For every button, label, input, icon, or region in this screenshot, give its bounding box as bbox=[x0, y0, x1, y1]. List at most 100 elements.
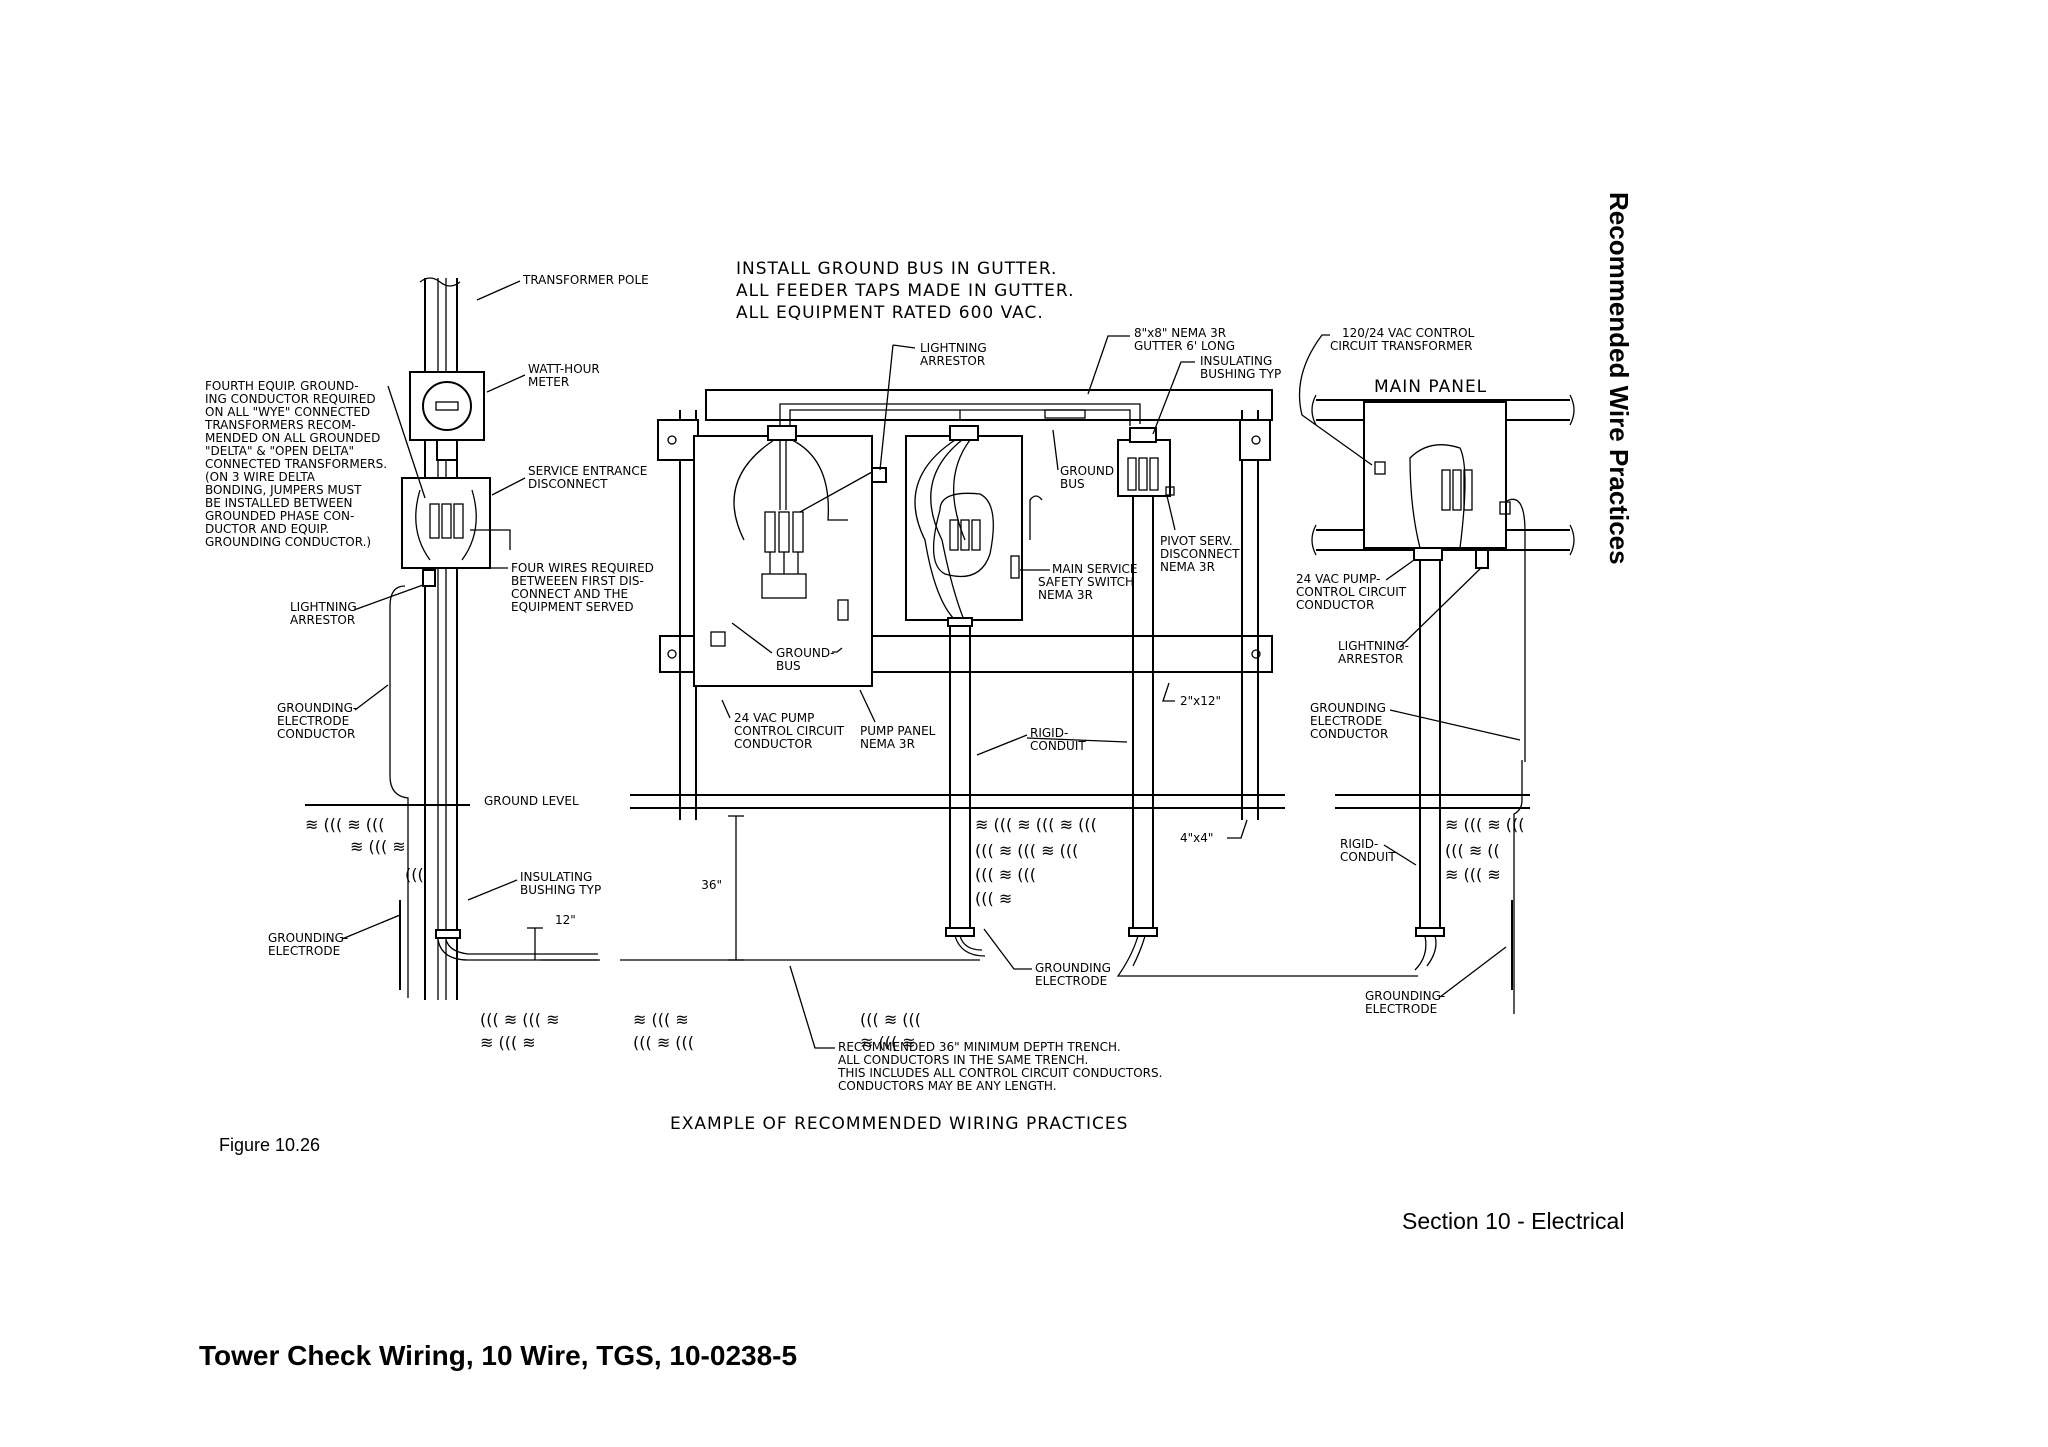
svg-text:2"x12": 2"x12" bbox=[1180, 694, 1221, 708]
svg-text:GROUND: GROUND bbox=[1060, 464, 1114, 478]
svg-text:120/24 VAC CONTROL: 120/24 VAC CONTROL bbox=[1342, 326, 1475, 340]
svg-text:8"x8" NEMA 3R: 8"x8" NEMA 3R bbox=[1134, 326, 1226, 340]
svg-text:TRANSFORMER POLE: TRANSFORMER POLE bbox=[522, 273, 649, 287]
svg-text:"DELTA" & "OPEN DELTA": "DELTA" & "OPEN DELTA" bbox=[205, 444, 354, 458]
label-lightning-arrestor-right: LIGHTNING- ARRESTOR bbox=[1338, 566, 1483, 666]
grounding-electrode-conductor-left bbox=[389, 585, 409, 998]
svg-text:≋ ((( ≋: ≋ ((( ≋ bbox=[633, 1010, 689, 1029]
svg-text:FOURTH EQUIP. GROUND-: FOURTH EQUIP. GROUND- bbox=[205, 379, 359, 393]
svg-text:THIS INCLUDES ALL CONTROL CIRC: THIS INCLUDES ALL CONTROL CIRCUIT CONDUC… bbox=[837, 1066, 1162, 1080]
svg-text:GROUNDING: GROUNDING bbox=[1035, 961, 1111, 975]
svg-text:RIGID-: RIGID- bbox=[1340, 837, 1378, 851]
svg-text:12": 12" bbox=[555, 913, 576, 927]
svg-text:CONDUCTORS MAY BE ANY LENGTH.: CONDUCTORS MAY BE ANY LENGTH. bbox=[838, 1079, 1057, 1093]
label-trench-note: RECOMMENDED 36" MINIMUM DEPTH TRENCH. AL… bbox=[789, 965, 1162, 1093]
label-pump-control-conductor: 24 VAC PUMP CONTROL CIRCUIT CONDUCTOR bbox=[721, 699, 845, 751]
svg-text:CONDUIT: CONDUIT bbox=[1030, 739, 1086, 753]
gutter bbox=[779, 403, 1141, 426]
svg-text:≋ ((( ≋: ≋ ((( ≋ bbox=[480, 1033, 536, 1052]
svg-text:≋ ((( ≋ (((: ≋ ((( ≋ ((( bbox=[1445, 815, 1525, 834]
page-title: Tower Check Wiring, 10 Wire, TGS, 10-023… bbox=[199, 1340, 798, 1371]
label-ground-bus-gutter: GROUND BUS bbox=[1052, 429, 1114, 491]
svg-text:NEMA 3R: NEMA 3R bbox=[860, 737, 915, 751]
svg-text:((( ≋ (((: ((( ≋ ((( bbox=[633, 1033, 694, 1052]
label-ground-bus-pump: GROUND- BUS bbox=[731, 622, 843, 673]
svg-text:((( ≋ ((( ≋: ((( ≋ ((( ≋ bbox=[480, 1010, 560, 1029]
svg-text:BUS: BUS bbox=[776, 659, 801, 673]
svg-text:ON ALL "WYE" CONNECTED: ON ALL "WYE" CONNECTED bbox=[205, 405, 370, 419]
svg-text:BE INSTALLED BETWEEN: BE INSTALLED BETWEEN bbox=[205, 496, 353, 510]
svg-text:((( ≋ ((: ((( ≋ (( bbox=[1445, 841, 1500, 860]
main-service-safety-switch bbox=[905, 425, 1043, 627]
svg-text:NEMA 3R: NEMA 3R bbox=[1038, 588, 1093, 602]
label-pump-panel: PUMP PANEL NEMA 3R bbox=[859, 689, 936, 751]
svg-text:PUMP PANEL: PUMP PANEL bbox=[860, 724, 936, 738]
label-service-entrance-disconnect: SERVICE ENTRANCE DISCONNECT bbox=[491, 464, 647, 496]
svg-text:ELECTRODE: ELECTRODE bbox=[1035, 974, 1107, 988]
svg-text:ELECTRODE: ELECTRODE bbox=[268, 944, 340, 958]
svg-text:≋ ((( ≋: ≋ ((( ≋ bbox=[350, 837, 406, 856]
svg-text:CONDUCTOR: CONDUCTOR bbox=[277, 727, 355, 741]
svg-text:24 VAC PUMP: 24 VAC PUMP bbox=[734, 711, 814, 725]
pump-panel bbox=[693, 425, 887, 687]
svg-text:24 VAC PUMP-: 24 VAC PUMP- bbox=[1296, 572, 1380, 586]
svg-text:BUSHING TYP: BUSHING TYP bbox=[1200, 367, 1281, 381]
svg-text:≋ ((( ≋ ((( ≋ (((: ≋ ((( ≋ ((( ≋ ((( bbox=[975, 815, 1097, 834]
svg-text:SAFETY SWITCH: SAFETY SWITCH bbox=[1038, 575, 1134, 589]
svg-text:ALL FEEDER TAPS MADE IN GUTTER: ALL FEEDER TAPS MADE IN GUTTER. bbox=[736, 281, 1075, 301]
svg-text:MAIN SERVICE: MAIN SERVICE bbox=[1052, 562, 1137, 576]
ground-surface bbox=[630, 794, 1530, 809]
figure-label: Figure 10.26 bbox=[219, 1135, 321, 1155]
svg-text:GROUND LEVEL: GROUND LEVEL bbox=[484, 794, 579, 808]
grounding-electrode-conductor-right bbox=[1513, 760, 1523, 1014]
svg-text:WATT-HOUR: WATT-HOUR bbox=[528, 362, 600, 376]
svg-text:((( ≋ (((: ((( ≋ ((( bbox=[975, 865, 1036, 884]
svg-text:36": 36" bbox=[701, 878, 722, 892]
svg-text:≋ ((( ≋: ≋ ((( ≋ bbox=[860, 1033, 916, 1052]
label-gutter: 8"x8" NEMA 3R GUTTER 6' LONG bbox=[1087, 326, 1235, 395]
diagram-caption: EXAMPLE OF RECOMMENDED WIRING PRACTICES bbox=[670, 1114, 1128, 1134]
svg-text:INSULATING: INSULATING bbox=[1200, 354, 1272, 368]
svg-text:RECOMMENDED 36" MINIMUM DEPTH: RECOMMENDED 36" MINIMUM DEPTH TRENCH. bbox=[838, 1040, 1121, 1054]
pole-bushing bbox=[435, 929, 461, 939]
svg-text:DUCTOR AND EQUIP.: DUCTOR AND EQUIP. bbox=[205, 522, 329, 536]
twelve-inch-dimension: 12" bbox=[527, 913, 576, 960]
label-fourth-equip-note: FOURTH EQUIP. GROUND- ING CONDUCTOR REQU… bbox=[204, 379, 426, 549]
label-lightning-arrestor-left: LIGHTNING ARRESTOR bbox=[290, 584, 424, 627]
header-notes: INSTALL GROUND BUS IN GUTTER. ALL FEEDER… bbox=[736, 259, 1075, 323]
svg-text:4"x4": 4"x4" bbox=[1180, 831, 1213, 845]
svg-text:CONDUCTOR: CONDUCTOR bbox=[734, 737, 812, 751]
label-lightning-arrestor-pump: LIGHTNING ARRESTOR bbox=[879, 341, 987, 471]
svg-text:EQUIPMENT SERVED: EQUIPMENT SERVED bbox=[511, 600, 634, 614]
svg-text:NEMA 3R: NEMA 3R bbox=[1160, 560, 1215, 574]
svg-text:BETWEEEN FIRST DIS-: BETWEEEN FIRST DIS- bbox=[511, 574, 644, 588]
label-watt-hour-meter: WATT-HOUR METER bbox=[486, 362, 600, 393]
svg-text:GROUND-: GROUND- bbox=[776, 646, 834, 660]
svg-text:((( ≋ ((( ≋ (((: ((( ≋ ((( ≋ ((( bbox=[975, 841, 1078, 860]
pivot-disconnect bbox=[1117, 427, 1175, 497]
label-grounding-electrode-right: GROUNDING- ELECTRODE bbox=[1365, 900, 1513, 1016]
svg-text:GROUNDING-: GROUNDING- bbox=[1365, 989, 1445, 1003]
svg-text:CIRCUIT TRANSFORMER: CIRCUIT TRANSFORMER bbox=[1330, 339, 1472, 353]
label-grounding-electrode-conductor-left: GROUNDING- ELECTRODE CONDUCTOR bbox=[277, 684, 389, 741]
svg-text:LIGHTNING: LIGHTNING bbox=[290, 600, 357, 614]
rigid-conduit-pivot bbox=[1116, 496, 1418, 977]
svg-text:CONDUIT: CONDUIT bbox=[1340, 850, 1396, 864]
thirty-six-inch-dimension: 36" bbox=[701, 815, 744, 961]
svg-text:BUSHING TYP: BUSHING TYP bbox=[520, 883, 601, 897]
svg-text:LIGHTNING: LIGHTNING bbox=[920, 341, 987, 355]
svg-text:ALL CONDUCTORS IN THE SAME TRE: ALL CONDUCTORS IN THE SAME TRENCH. bbox=[838, 1053, 1088, 1067]
svg-text:GUTTER 6' LONG: GUTTER 6' LONG bbox=[1134, 339, 1235, 353]
label-insulating-bushing-pole: INSULATING BUSHING TYP bbox=[467, 870, 601, 901]
label-control-transformer: 120/24 VAC CONTROL CIRCUIT TRANSFORMER bbox=[1298, 326, 1475, 466]
svg-text:ELECTRODE: ELECTRODE bbox=[277, 714, 349, 728]
svg-text:(((: ((( bbox=[405, 865, 424, 884]
svg-text:CONDUCTOR: CONDUCTOR bbox=[1310, 727, 1388, 741]
main-panel bbox=[1363, 401, 1526, 762]
label-grounding-electrode-left: GROUNDING- ELECTRODE bbox=[268, 900, 401, 990]
soil-hatching: ≋ ((( ≋ ((( ≋ ((( ≋ ((( ((( ≋ ((( ≋ ≋ ((… bbox=[305, 815, 1525, 1052]
label-rigid-conduit-right: RIGID- CONDUIT bbox=[1340, 837, 1417, 866]
svg-text:FOUR WIRES REQUIRED: FOUR WIRES REQUIRED bbox=[511, 561, 654, 575]
svg-text:CONDUCTOR: CONDUCTOR bbox=[1296, 598, 1374, 612]
